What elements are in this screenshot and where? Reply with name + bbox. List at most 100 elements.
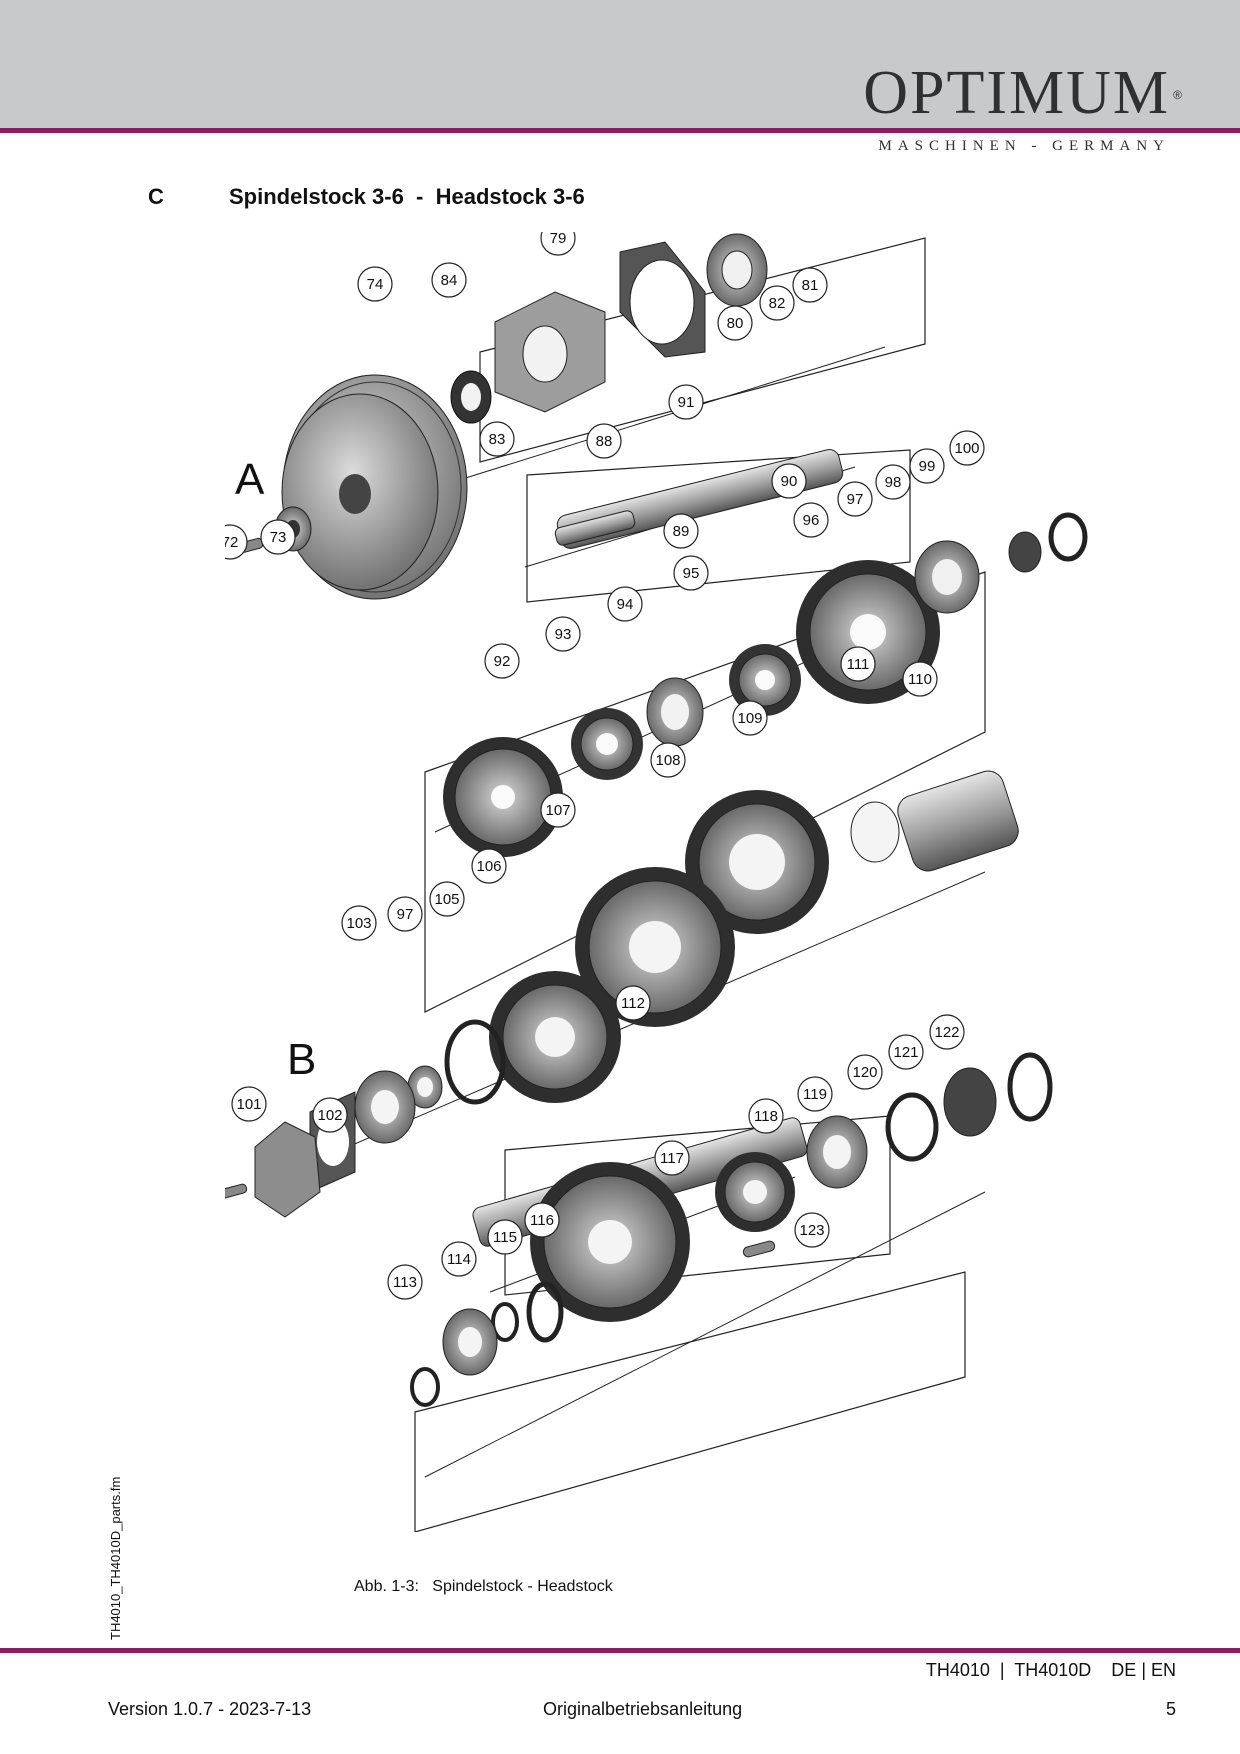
callout-circle bbox=[484, 643, 520, 679]
callout-circle bbox=[650, 742, 686, 778]
callout-circle bbox=[312, 1097, 348, 1133]
callout-103: 103 bbox=[341, 905, 377, 941]
section-letter: C bbox=[148, 184, 164, 209]
callout-circle bbox=[793, 502, 829, 538]
callout-number: 122 bbox=[934, 1024, 959, 1041]
callout-number: 89 bbox=[673, 523, 690, 540]
callout-circle bbox=[540, 232, 576, 256]
callout-number: 113 bbox=[393, 1274, 417, 1291]
callout-number: 103 bbox=[346, 915, 371, 932]
callout-circle bbox=[875, 464, 911, 500]
group-letter-a: A bbox=[235, 455, 265, 504]
part-gear-96 bbox=[796, 560, 940, 704]
part-bearing-114 bbox=[442, 1308, 498, 1376]
callout-circle bbox=[231, 1086, 267, 1122]
part-cap-121 bbox=[943, 1067, 997, 1137]
callout-circle bbox=[673, 555, 709, 591]
part-bushing-110 bbox=[850, 770, 1019, 872]
part-gear-92 bbox=[443, 737, 563, 857]
callout-circle bbox=[668, 384, 704, 420]
callout-93: 93 bbox=[545, 616, 581, 652]
callout-100: 100 bbox=[949, 430, 985, 466]
part-gear-93 bbox=[571, 708, 643, 780]
footer-models: TH4010 | TH4010D DE | EN bbox=[925, 1660, 1176, 1680]
part-flange-79 bbox=[494, 291, 606, 413]
callout-circle bbox=[840, 646, 876, 682]
callout-106: 106 bbox=[471, 848, 507, 884]
callout-108: 108 bbox=[650, 742, 686, 778]
callout-circle bbox=[902, 661, 938, 697]
header-rule bbox=[0, 128, 1240, 133]
callout-number: 79 bbox=[550, 232, 567, 247]
callout-number: 98 bbox=[885, 474, 902, 491]
page-number: 5 bbox=[1165, 1699, 1176, 1719]
part-pin-123 bbox=[742, 1240, 776, 1258]
callout-84: 84 bbox=[431, 262, 467, 298]
callout-number: 94 bbox=[617, 596, 634, 613]
part-bearing-97-top bbox=[914, 540, 980, 614]
part-pulley-74 bbox=[281, 374, 468, 600]
section-title: Spindelstock 3-6 - Headstock 3-6 bbox=[229, 184, 585, 209]
callout-122: 122 bbox=[929, 1014, 965, 1050]
callout-circle bbox=[748, 1098, 784, 1134]
callout-circle bbox=[847, 1054, 883, 1090]
callout-number: 105 bbox=[434, 891, 459, 908]
callout-number: 117 bbox=[660, 1150, 684, 1167]
part-ring-100 bbox=[1048, 512, 1088, 562]
callout-circle bbox=[524, 1202, 560, 1238]
exploded-view-drawing: 7273747980818283848889909192939495969798… bbox=[225, 232, 1088, 1532]
part-screw-101 bbox=[225, 1183, 248, 1200]
part-gear-118 bbox=[715, 1152, 795, 1232]
callout-94: 94 bbox=[607, 586, 643, 622]
callout-97: 97 bbox=[837, 481, 873, 517]
callout-number: 107 bbox=[545, 802, 570, 819]
callout-circle bbox=[260, 519, 296, 555]
callout-circle bbox=[654, 1140, 690, 1176]
group-letter-b: B bbox=[287, 1035, 316, 1084]
callout-109: 109 bbox=[732, 700, 768, 736]
callout-circle bbox=[441, 1241, 477, 1277]
callout-number: 72 bbox=[225, 534, 238, 551]
callout-74: 74 bbox=[357, 266, 393, 302]
callout-number: 92 bbox=[494, 653, 511, 670]
callout-number: 82 bbox=[769, 295, 786, 312]
callout-118: 118 bbox=[748, 1098, 784, 1134]
part-gear-95 bbox=[729, 644, 801, 716]
callout-112: 112 bbox=[615, 985, 651, 1021]
callout-119: 119 bbox=[797, 1076, 833, 1112]
callout-circle bbox=[837, 481, 873, 517]
brand-logo: OPTIMUM ® bbox=[863, 62, 1182, 124]
callout-circle bbox=[615, 985, 651, 1021]
callout-89: 89 bbox=[663, 513, 699, 549]
callout-number: 88 bbox=[596, 433, 613, 450]
callout-105: 105 bbox=[429, 881, 465, 917]
callout-circle bbox=[479, 421, 515, 457]
callout-number: 116 bbox=[530, 1212, 554, 1229]
part-gear-108 bbox=[575, 867, 735, 1027]
callout-number: 81 bbox=[802, 277, 819, 294]
part-ring-120 bbox=[885, 1092, 939, 1162]
part-sleeve-94 bbox=[646, 677, 704, 747]
callout-circle bbox=[929, 1014, 965, 1050]
callout-number: 99 bbox=[919, 458, 936, 475]
part-gear-107 bbox=[489, 971, 621, 1103]
callout-circle bbox=[888, 1034, 924, 1070]
callout-number: 97 bbox=[397, 906, 414, 923]
callout-99: 99 bbox=[909, 448, 945, 484]
callout-number: 97 bbox=[847, 491, 864, 508]
callout-circle bbox=[387, 896, 423, 932]
callout-circle bbox=[607, 586, 643, 622]
callout-81: 81 bbox=[792, 267, 828, 303]
callout-circle bbox=[387, 1264, 423, 1300]
callout-number: 111 bbox=[847, 656, 870, 673]
group-letters: AB bbox=[235, 455, 316, 1084]
part-ring-116 bbox=[526, 1281, 564, 1343]
callout-number: 91 bbox=[678, 394, 695, 411]
callout-117: 117 bbox=[654, 1140, 690, 1176]
callout-number: 80 bbox=[727, 315, 744, 332]
footer-rule bbox=[0, 1648, 1240, 1653]
callout-number: 112 bbox=[621, 995, 645, 1012]
header-band bbox=[0, 0, 1240, 128]
brand-subtitle: MASCHINEN - GERMANY bbox=[878, 138, 1170, 154]
part-seal-83 bbox=[450, 370, 492, 424]
